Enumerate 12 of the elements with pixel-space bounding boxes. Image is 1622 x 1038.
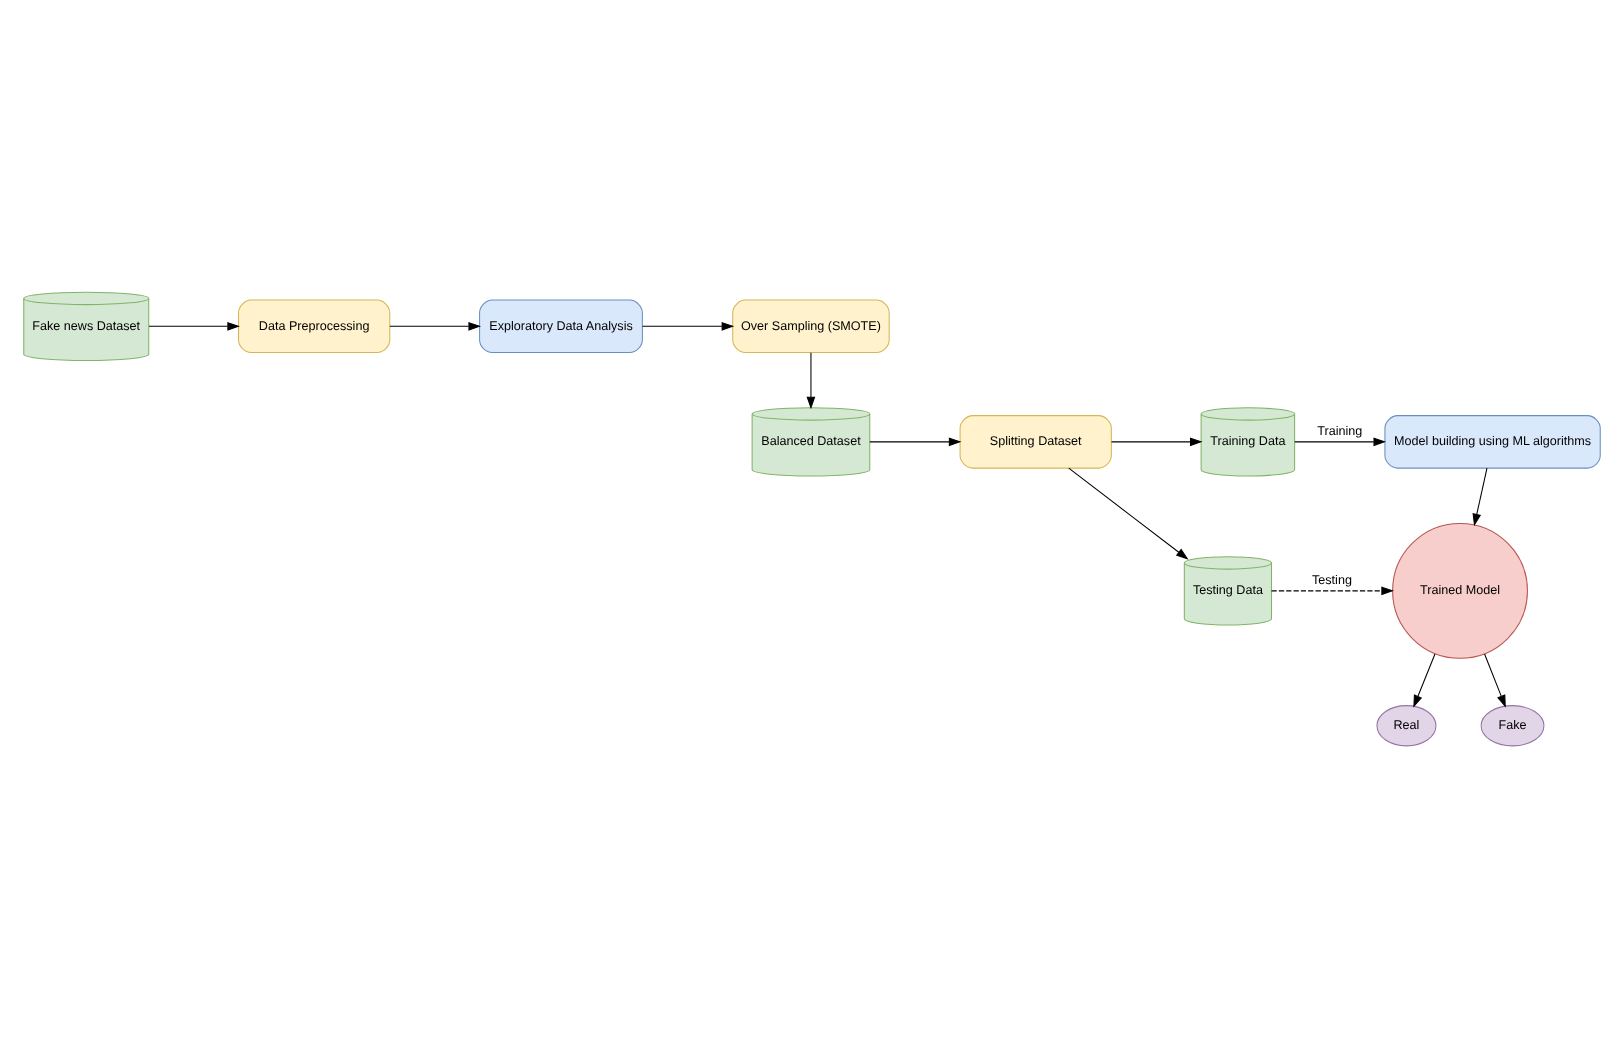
arrow (1270, 586, 1393, 596)
arrow (641, 321, 734, 331)
arrow (1110, 437, 1202, 447)
arrow (1471, 467, 1487, 527)
arrow (1293, 437, 1386, 447)
arrow (805, 352, 815, 410)
arrow (868, 437, 961, 447)
arrow (147, 321, 239, 331)
arrow (1483, 653, 1505, 708)
arrow (1067, 467, 1188, 560)
arrow (1412, 653, 1435, 708)
arrow (388, 321, 481, 331)
